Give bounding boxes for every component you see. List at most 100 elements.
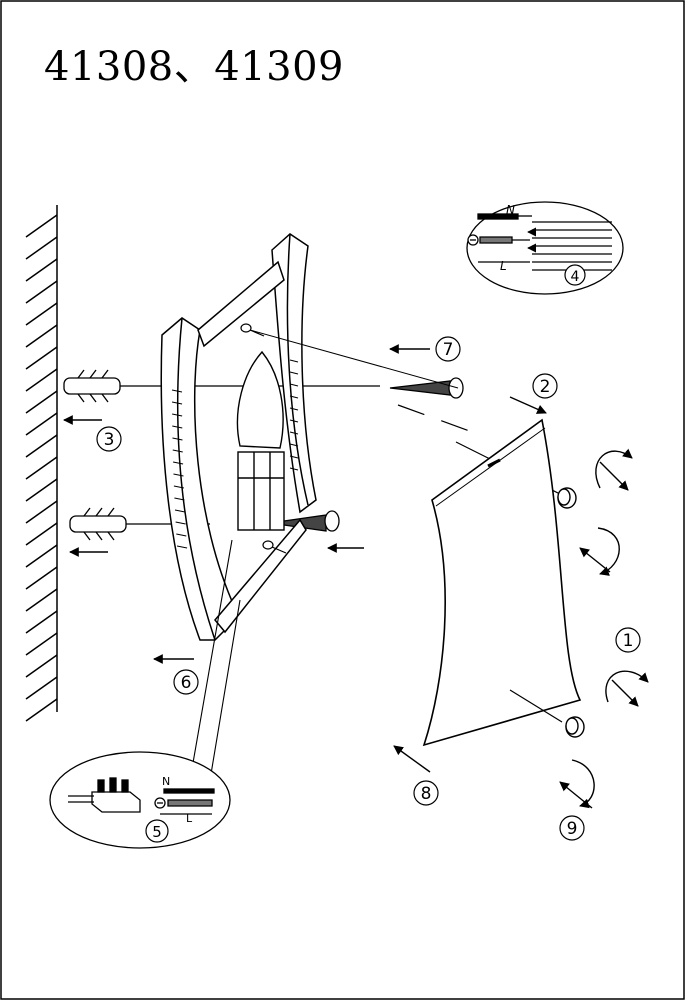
arm-rib (289, 395, 299, 399)
arm-rib (175, 521, 186, 525)
arrow-step-8 (393, 745, 431, 773)
lamp-frame (160, 233, 317, 641)
wiring-neutral-label-top: N (506, 203, 515, 217)
shade-knob-upper (557, 487, 577, 509)
rotate-arrow-8 (559, 781, 593, 809)
wall-hatch-line (25, 456, 58, 480)
rotate-arrow-4 (579, 547, 611, 573)
step-badge-7 (435, 336, 461, 362)
arm-rib (289, 431, 299, 435)
step-label-4: 4 (571, 269, 580, 285)
glass-shade (422, 418, 582, 747)
arm-rib (172, 413, 183, 417)
earth-icon (467, 234, 479, 246)
bulb (236, 350, 285, 531)
wall-hatch-line (25, 214, 58, 238)
arm-rib (173, 473, 184, 477)
arm-rib (289, 407, 299, 411)
step-label-7: 7 (443, 340, 454, 360)
arm-rib (176, 545, 188, 549)
wall-hatch-line (25, 258, 58, 282)
earth-icon-bottom (154, 797, 166, 809)
wall-hatch-line (25, 698, 58, 722)
arm-rib (172, 461, 184, 465)
wall (25, 205, 58, 722)
rotate-arrow-7 (571, 759, 595, 809)
arm-rib (289, 419, 299, 423)
small-screw-bottom (262, 540, 287, 554)
wall-hatch-line (25, 654, 58, 678)
step-badge-9 (559, 815, 585, 841)
wall-hatch-line (25, 500, 58, 524)
wall-hatch-line (25, 676, 58, 700)
leader-line (189, 539, 233, 781)
step-label-6: 6 (181, 673, 192, 693)
step-badge-2 (532, 373, 558, 399)
step-label-9: 9 (567, 819, 578, 839)
wall-hatch-line (25, 632, 58, 656)
wall-hatch-line (25, 390, 58, 414)
wiring-live-label-bottom: L (186, 812, 193, 825)
wall-hatch-line (25, 346, 58, 370)
arrow-step-2 (509, 396, 547, 414)
arm-rib (289, 443, 299, 447)
rotate-arrow-5 (605, 670, 649, 703)
arm-rib (171, 389, 183, 393)
arm-rib (172, 437, 183, 441)
arm-rib (172, 425, 183, 429)
step-badge-5 (145, 819, 169, 843)
arm-rib (289, 359, 299, 363)
arm-rib (172, 449, 183, 453)
wall-hatch-line (25, 324, 58, 348)
wiring-detail-bottom (49, 751, 231, 849)
step-badge-3 (96, 426, 122, 452)
step-badge-8 (413, 780, 439, 806)
arm-rib (176, 533, 187, 537)
rotate-arrow-6 (611, 679, 639, 707)
rotate-arrow-2 (599, 461, 629, 491)
wiring-neutral-label-bottom: N (162, 775, 170, 788)
shade-knob-lower (509, 689, 585, 738)
step-label-2: 2 (540, 377, 551, 397)
step-badge-1 (615, 627, 641, 653)
arm-ribs (171, 389, 188, 549)
wall-hatch-line (25, 566, 58, 590)
arm-rib (174, 497, 185, 501)
arm-rib (289, 383, 299, 387)
arm-rib (289, 467, 299, 471)
wall-hatch-line (25, 302, 58, 326)
wall-hatch-line (25, 610, 58, 634)
wall-hatch-line (25, 412, 58, 436)
screw-upper (389, 377, 464, 399)
wall-hatch-line (25, 280, 58, 304)
step-label-1: 1 (623, 631, 634, 651)
step-badge-6 (173, 669, 199, 695)
small-screw-top (240, 323, 459, 389)
step-label-8: 8 (421, 784, 432, 804)
step-badge-4 (564, 264, 586, 286)
terminal-block (91, 777, 141, 813)
step-label-3: 3 (104, 430, 115, 450)
wiring-detail-top (466, 201, 624, 295)
wall-hatch-line (25, 434, 58, 458)
step-label-5: 5 (152, 823, 162, 841)
rotate-arrow-3 (597, 527, 620, 576)
lamp-socket (237, 451, 285, 531)
wall-hatch-line (25, 236, 58, 260)
wall-anchor-upper (63, 369, 380, 403)
rotate-arrow-1 (595, 448, 633, 489)
arm-rib (289, 371, 299, 375)
wiring-live-label-top: L (500, 259, 507, 273)
arm-rib (171, 401, 183, 405)
wall-hatch-line (25, 522, 58, 546)
wall-hatch-line (25, 588, 58, 612)
arm-rib (289, 455, 299, 459)
wall-hatch-line (25, 368, 58, 392)
wall-hatch-line (25, 544, 58, 568)
wall-hatch-line (25, 478, 58, 502)
page-title: 41308、41309 (44, 44, 344, 90)
arm-rib (173, 485, 185, 489)
arm-rib (174, 509, 186, 513)
